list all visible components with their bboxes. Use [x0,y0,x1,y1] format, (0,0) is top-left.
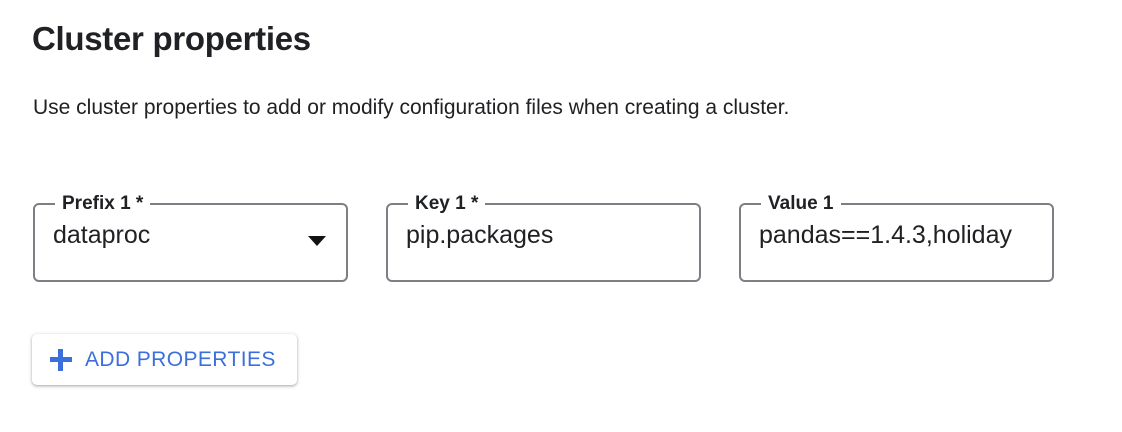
prefix-field-value: dataproc [53,221,151,249]
key-field-label: Key 1 * [408,192,486,216]
key-input[interactable]: Key 1 * pip.packages [386,192,701,282]
add-properties-button[interactable]: ADD PROPERTIES [32,334,297,385]
value-field-label: Value 1 [761,192,841,216]
plus-icon [50,348,72,371]
page-description: Use cluster properties to add or modify … [33,96,790,119]
value-field-value: pandas==1.4.3,holiday [759,221,1012,249]
value-input[interactable]: Value 1 pandas==1.4.3,holiday [739,192,1054,282]
prefix-select[interactable]: Prefix 1 * dataproc [33,192,348,282]
key-field-value: pip.packages [406,221,554,249]
add-properties-label: ADD PROPERTIES [85,347,276,371]
chevron-down-icon[interactable] [308,236,326,246]
prefix-field-label: Prefix 1 * [55,192,151,216]
page-title: Cluster properties [32,20,311,57]
